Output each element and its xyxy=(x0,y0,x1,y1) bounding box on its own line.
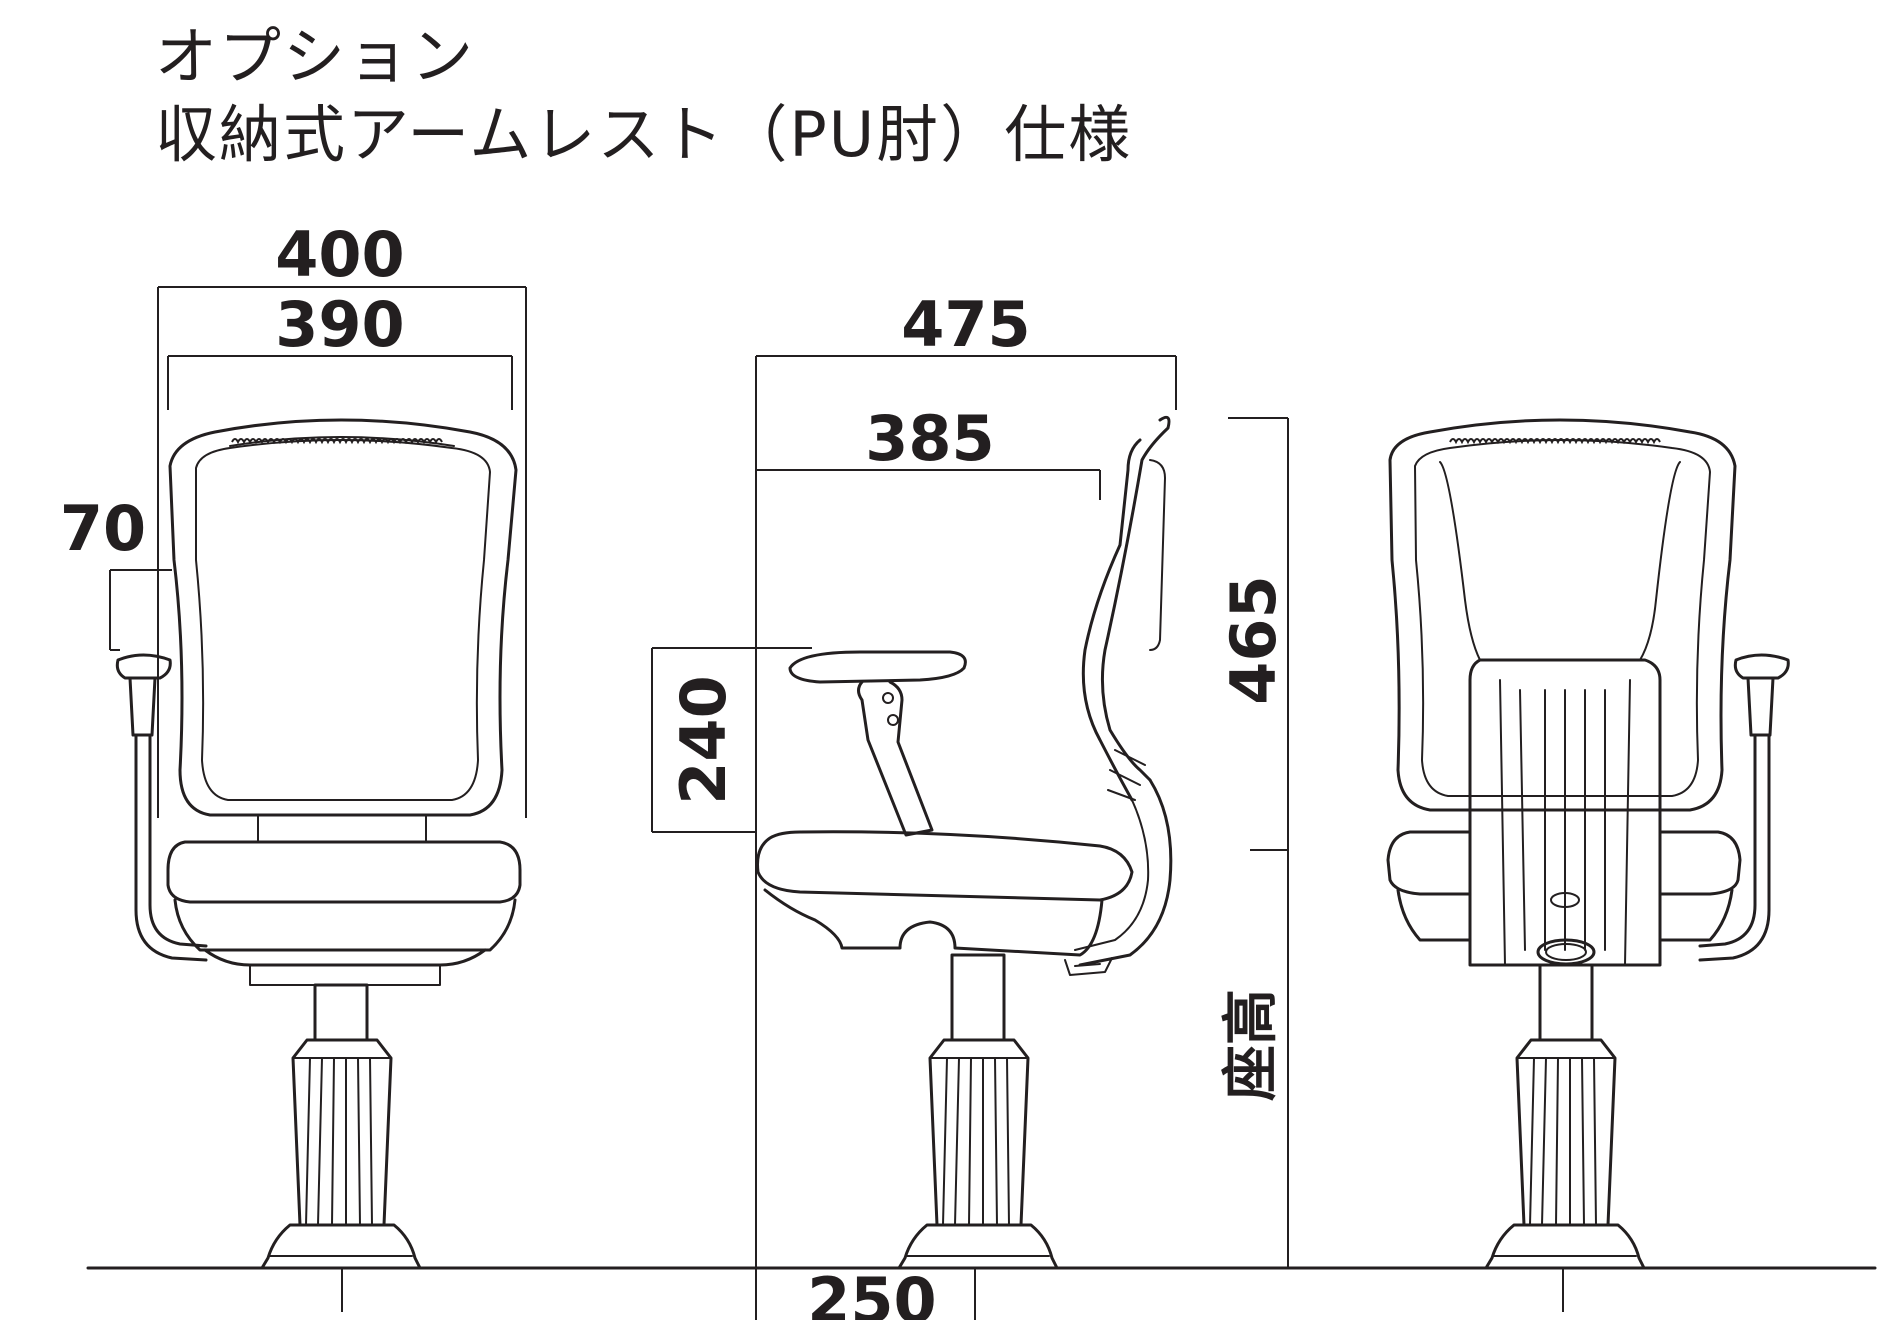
back-gas-cylinder xyxy=(1538,963,1594,1042)
side-base-ribs xyxy=(929,1057,1029,1226)
back-seat-base xyxy=(1396,888,1734,942)
front-seat-cushion xyxy=(166,840,522,904)
back-armrest-right xyxy=(1698,653,1790,962)
dim-side-465 xyxy=(1228,417,1289,1268)
front-base-foot xyxy=(260,1223,422,1270)
dim-side-475-label: 475 xyxy=(901,288,1030,361)
dim-side-385 xyxy=(756,469,1101,500)
dim-side-250-label: 250 xyxy=(807,1264,936,1320)
back-base-foot xyxy=(1484,1223,1646,1270)
front-backrest-ridges xyxy=(229,436,455,447)
back-view xyxy=(1386,418,1790,1270)
front-back-connector xyxy=(257,814,427,843)
dim-side-465-label: 465 xyxy=(1217,575,1290,704)
back-spine-ribs xyxy=(1499,679,1631,966)
back-spine-support xyxy=(1468,658,1662,967)
side-armrest-post xyxy=(857,680,934,837)
side-seat-underside xyxy=(763,888,1104,957)
side-gas-cylinder xyxy=(950,953,1006,1042)
dim-front-inner-label: 390 xyxy=(275,288,404,361)
front-backrest-outer xyxy=(168,418,518,817)
seat-height-label: 座高 xyxy=(1219,989,1284,1101)
front-backrest-ribbing xyxy=(231,438,443,445)
side-backrest-support-inner xyxy=(1074,799,1150,951)
back-backrest-ribbing xyxy=(1449,438,1661,445)
dim-side-240 xyxy=(651,647,812,833)
title-line-option: オプション xyxy=(155,20,476,93)
side-backrest-front xyxy=(1081,438,1142,802)
side-armrest-pad xyxy=(788,650,967,684)
title-block: オプション 収納式アームレスト（PU肘）仕様 xyxy=(155,18,1132,173)
front-armrest-left xyxy=(115,653,208,962)
front-base-ribs xyxy=(292,1057,392,1226)
dim-front-outer-label: 400 xyxy=(275,218,404,291)
side-seat-mechanism xyxy=(1064,957,1113,976)
front-seat-plate xyxy=(249,964,441,986)
dim-front-outer xyxy=(157,286,527,818)
side-seat-cushion xyxy=(756,830,1134,902)
side-base-foot xyxy=(897,1223,1059,1270)
back-backrest-inner xyxy=(1414,439,1711,797)
back-base-ribs xyxy=(1516,1057,1616,1226)
front-seat-underside xyxy=(203,948,487,967)
side-armrest-bolt-2 xyxy=(887,714,899,726)
front-seat-base xyxy=(173,898,517,952)
dim-side-240-label: 240 xyxy=(667,675,740,804)
side-backrest-pad xyxy=(1149,459,1166,651)
title-line-spec: 収納式アームレスト（PU肘）仕様 xyxy=(155,97,1133,171)
front-view: 400 390 70 xyxy=(60,218,527,1270)
side-backrest-shell xyxy=(1100,415,1171,782)
front-gas-cylinder xyxy=(313,983,369,1042)
dim-armrest-70-label: 70 xyxy=(60,492,146,565)
dim-armrest-70 xyxy=(109,569,172,651)
side-armrest-bolt-1 xyxy=(882,692,894,704)
back-lever-knob xyxy=(1550,892,1580,908)
dim-side-475 xyxy=(755,355,1177,1320)
back-seat-cushion xyxy=(1386,830,1742,896)
dim-side-385-label: 385 xyxy=(865,402,994,475)
side-view: 475 385 240 465 座高 250 xyxy=(651,288,1290,1320)
side-backrest-joint xyxy=(1107,749,1146,801)
front-backrest-inner xyxy=(195,439,491,801)
side-backrest-support xyxy=(1078,778,1173,967)
back-backrest-outer xyxy=(1388,418,1737,812)
back-backrest-panel xyxy=(1439,461,1681,661)
dim-front-inner xyxy=(167,355,513,410)
